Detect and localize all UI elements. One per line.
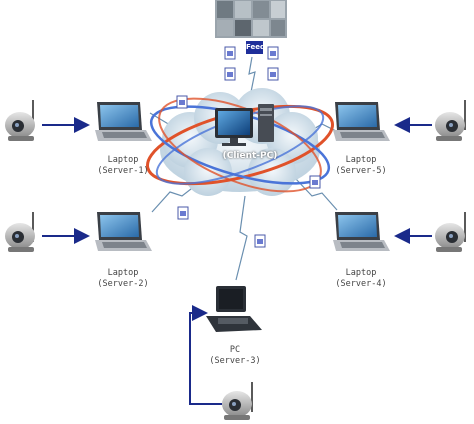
server-4-type: Laptop	[345, 268, 377, 278]
camera-arrows	[42, 117, 432, 405]
camera-server-4	[435, 212, 466, 252]
laptop-server-2	[95, 212, 152, 251]
client-pc-label: (Client-PC)	[222, 151, 278, 161]
client-pc	[215, 104, 274, 146]
server-4-name: (Server-4)	[335, 279, 387, 289]
server-5-name: (Server-5)	[335, 166, 387, 176]
laptop-server-4	[333, 212, 390, 251]
server-3-type: PC	[229, 345, 241, 355]
file-icons-top	[224, 46, 279, 81]
feed-badge: Feed	[246, 41, 265, 54]
camera-server-1	[5, 100, 35, 141]
server-5-label: Laptop (Server-5)	[330, 155, 392, 177]
laptop-server-1	[95, 102, 152, 141]
server-1-name: (Server-1)	[97, 166, 149, 176]
camera-server-2	[5, 212, 35, 252]
server-1-type: Laptop	[107, 155, 139, 165]
server-1-label: Laptop (Server-1)	[92, 155, 154, 177]
camera-server-5	[435, 100, 466, 141]
pc-server-3	[206, 286, 262, 332]
server-2-label: Laptop (Server-2)	[92, 268, 154, 290]
feed-lightning-link	[248, 56, 256, 93]
server-5-type: Laptop	[345, 155, 377, 165]
camera-server-3	[222, 382, 253, 420]
laptop-server-5	[333, 102, 390, 141]
file-icons-cloud	[176, 95, 321, 248]
server-2-type: Laptop	[107, 268, 139, 278]
server-3-label: PC (Server-3)	[204, 345, 266, 367]
server-3-name: (Server-3)	[209, 356, 261, 366]
video-feed-thumbnail	[215, 0, 287, 38]
server-2-name: (Server-2)	[97, 279, 149, 289]
server-4-label: Laptop (Server-4)	[330, 268, 392, 290]
